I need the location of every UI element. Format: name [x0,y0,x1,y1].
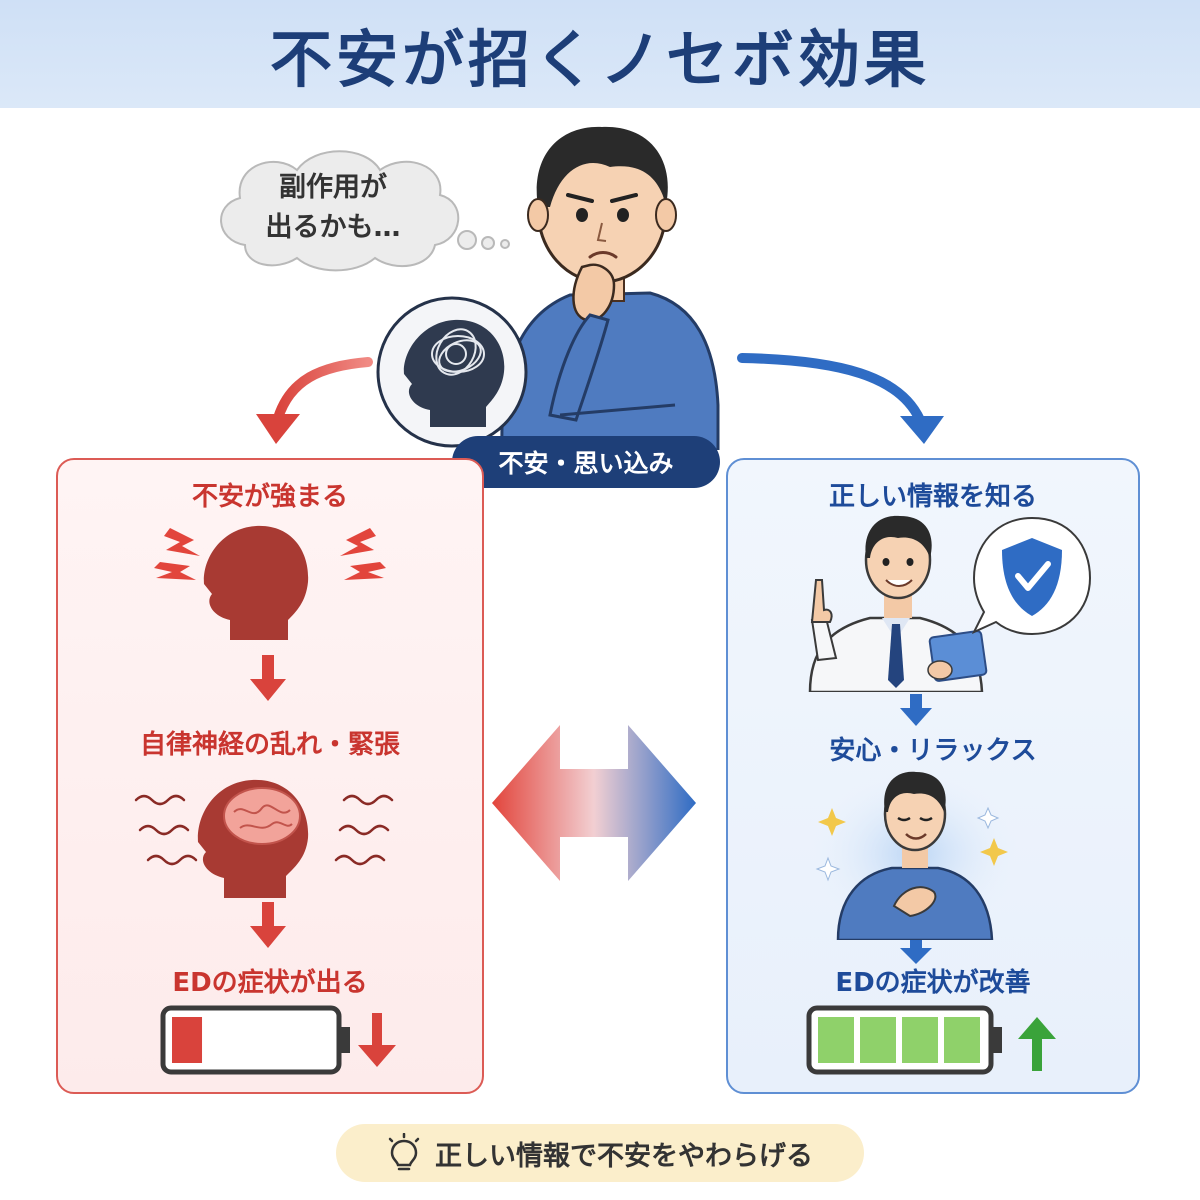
thought-cloud [220,150,510,272]
right-step1-label: 正しい情報を知る [828,482,1037,512]
right-down-arrow-2 [900,940,932,964]
right-curve-arrow [737,353,925,425]
low-battery-icon [160,1005,396,1075]
right-arrow-head [900,416,944,444]
left-step1-label: 不安が強まる [191,482,348,512]
left-arrow-head [256,414,300,444]
lightning-icons [154,528,386,580]
title-banner: 不安が招くノセボ効果 [0,0,1200,108]
tip-banner: 正しい情報で不安をやわらげる [336,1124,864,1182]
anxious-mind-badge [376,296,528,448]
check-icon [1015,561,1051,591]
wavy-lines-icon [134,794,394,866]
battery-segment [902,1017,938,1063]
battery-segment [860,1017,896,1063]
lightbulb-icon [388,1133,420,1171]
red-head-icon [203,525,309,640]
right-step2-label: 安心・リラックス [829,736,1037,766]
battery-level-full [818,1017,980,1063]
brain-icon [223,787,301,845]
left-step3-label: EDの症状が出る [172,968,368,998]
stressed-head-illustration [154,525,386,640]
anxiety-tag: 不安・思い込み [452,436,720,488]
tangled-thoughts-icon [431,328,485,376]
double-arrow-icon [492,725,696,881]
left-curve-arrow [273,357,373,423]
battery-segment [944,1017,980,1063]
nervous-brain-illustration [134,779,394,898]
thought-line-2: 出るかも… [265,212,401,243]
down-trend-icon [358,1045,396,1067]
branch-arrows [256,353,944,444]
right-down-arrow-1 [900,694,932,726]
page-title: 不安が招くノセボ効果 [269,23,930,96]
tip-text: 正しい情報で不安をやわらげる [435,1140,813,1172]
doctor-illustration [808,515,1092,692]
full-battery-icon [806,1005,1056,1075]
up-trend-icon [1018,1017,1056,1039]
left-down-arrow-1 [250,655,286,701]
battery-level-low [172,1017,203,1063]
battery-segment [818,1017,854,1063]
left-down-arrow-2 [250,902,286,948]
sparkle-icons [818,808,1008,866]
relaxed-man-illustration [810,768,1020,940]
shield-icon [1002,538,1062,616]
thought-text: 副作用が 出るかも… [238,168,428,248]
thought-line-1: 副作用が [279,172,387,203]
left-step2-label: 自律神経の乱れ・緊張 [139,730,400,760]
right-step3-label: EDの症状が改善 [835,968,1031,998]
